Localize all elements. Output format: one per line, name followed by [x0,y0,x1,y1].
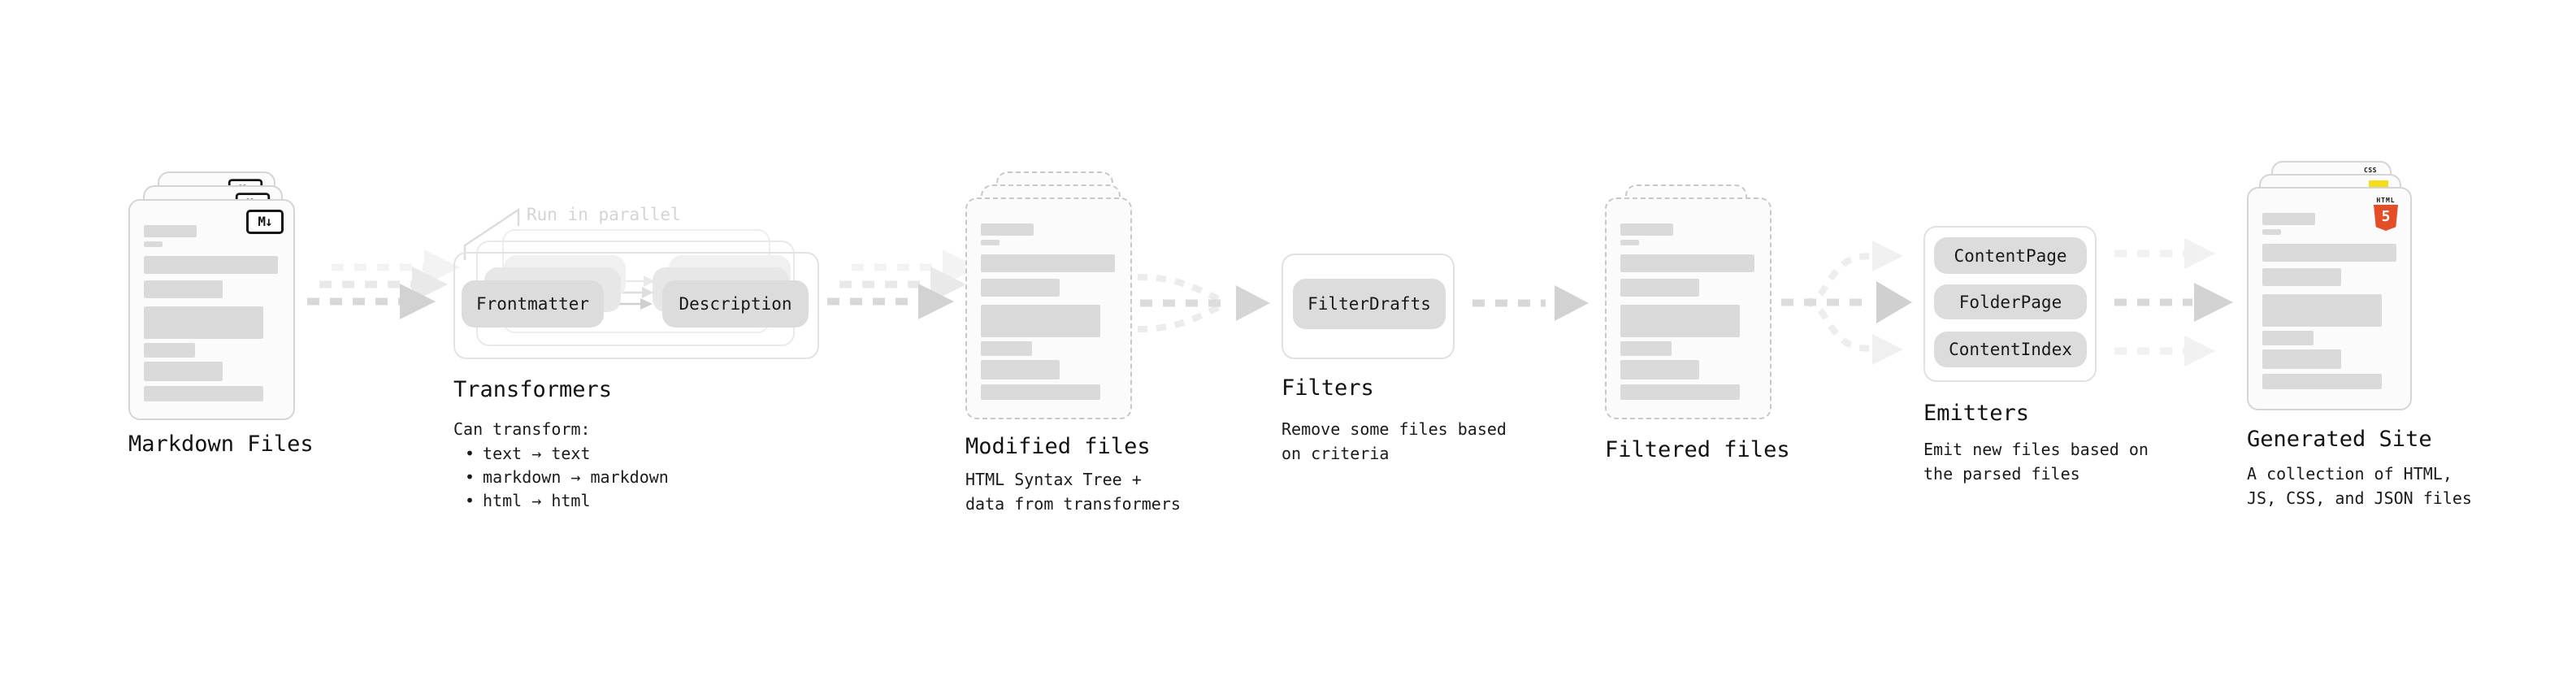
placeholder-text-bar [2262,229,2281,235]
arrows-emitters-to-generated [2114,238,2233,367]
emitter-content-page-box: ContentPage [1934,237,2087,274]
placeholder-text-bar [144,362,223,381]
run-in-parallel-annotation: Run in parallel [527,205,681,224]
placeholder-text-bar [2262,244,2396,262]
arrow-filtered-to-emitters [1781,241,1912,365]
placeholder-text-bar [2262,331,2314,345]
placeholder-text-bar [2262,213,2315,225]
filters-description: Remove some files based on criteria [1281,417,1507,466]
emitter-label: ContentIndex [1949,340,2072,359]
node-label-modified-files: Modified files [965,434,1151,459]
description-line: JS, CSS, and JSON files [2247,488,2472,508]
placeholder-text-bar [2262,268,2341,286]
placeholder-text-bar [981,360,1060,380]
placeholder-text-bar [981,305,1100,337]
placeholder-text-bar [1620,223,1673,236]
placeholder-text-bar [2262,374,2382,389]
bullet-marker: • [465,467,475,487]
filter-drafts-label: FilterDrafts [1308,294,1431,314]
bullet-item: • text → text [465,442,669,466]
node-label-filtered-files: Filtered files [1605,437,1790,462]
placeholder-text-bar [144,306,263,339]
emitter-folder-page-box: FolderPage [1934,284,2087,319]
html5-icon-shield: 5 [2374,205,2398,231]
description-line: data from transformers [965,494,1181,514]
node-label-emitters: Emitters [1923,401,2030,426]
emitters-description: Emit new files based on the parsed files [1923,437,2149,486]
arrow-transformers-to-modified [827,249,978,319]
placeholder-text-bar [144,225,197,237]
bullet-text: html → html [483,491,591,510]
bullet-text: text → text [483,444,591,463]
emitter-content-index-box: ContentIndex [1934,332,2087,367]
placeholder-text-bar [981,240,1000,245]
node-label-markdown-files: Markdown Files [128,432,314,457]
html5-icon-text: HTML [2376,197,2396,204]
placeholder-text-bar [981,384,1100,400]
arrow-filters-to-filtered [1472,285,1589,321]
placeholder-text-bar [2262,349,2341,369]
bullet-item: • markdown → markdown [465,466,669,489]
transformer-frontmatter-box: Frontmatter [462,280,604,327]
placeholder-text-bar [981,279,1060,297]
placeholder-text-bar [1620,305,1740,337]
placeholder-text-bar [981,341,1032,356]
body-title-line: Can transform: [453,419,591,439]
arrow-markdown-to-transformers [307,249,460,319]
description-line: HTML Syntax Tree + [965,470,1142,489]
description-line: Emit new files based on [1923,440,2149,459]
placeholder-text-bar [1620,279,1699,297]
transformers-bullet-list: • text → text • markdown → markdown • ht… [465,442,669,513]
placeholder-text-bar [981,223,1034,236]
placeholder-text-bar [144,256,278,274]
file-card [965,197,1132,419]
transformer-container [453,252,819,359]
markdown-icon: M↓ [246,210,284,234]
transformer-description-label: Description [679,294,792,314]
description-line: A collection of HTML, [2247,464,2452,484]
css-icon-text: CSS [2364,167,2377,174]
transformers-body-title: Can transform: [453,417,591,441]
placeholder-text-bar [1620,341,1672,356]
bullet-item: • html → html [465,489,669,513]
placeholder-text-bar [1620,384,1740,400]
file-card: HTML 5 [2247,187,2412,410]
bullet-text: markdown → markdown [483,467,669,487]
bullet-marker: • [465,491,475,510]
description-line: Remove some files based [1281,419,1507,439]
placeholder-text-bar [2262,294,2382,327]
description-line: the parsed files [1923,464,2080,484]
filter-drafts-box: FilterDrafts [1293,279,1446,329]
transformer-description-box: Description [662,280,809,327]
placeholder-text-bar [981,254,1115,272]
node-label-generated-site: Generated Site [2247,427,2432,452]
placeholder-text-bar [1620,254,1754,272]
modified-files-description: HTML Syntax Tree + data from transformer… [965,467,1181,516]
html5-icon: HTML 5 [2371,197,2400,231]
placeholder-text-bar [1620,240,1639,245]
placeholder-text-bar [144,280,223,298]
transformer-frontmatter-label: Frontmatter [475,294,590,314]
node-label-transformers: Transformers [453,377,613,402]
emitter-label: FolderPage [1958,292,2062,312]
emitter-label: ContentPage [1954,245,2067,266]
node-label-filters: Filters [1281,375,1374,401]
placeholder-text-bar [144,386,263,401]
placeholder-text-bar [144,241,163,247]
arrow-modified-to-filters [1137,274,1270,332]
generated-site-description: A collection of HTML, JS, CSS, and JSON … [2247,462,2472,510]
placeholder-text-bar [144,343,195,358]
placeholder-text-bar [1620,360,1699,380]
description-line: on criteria [1281,444,1390,463]
file-card: M↓ [128,199,295,420]
bullet-marker: • [465,444,475,463]
file-card [1605,197,1772,419]
